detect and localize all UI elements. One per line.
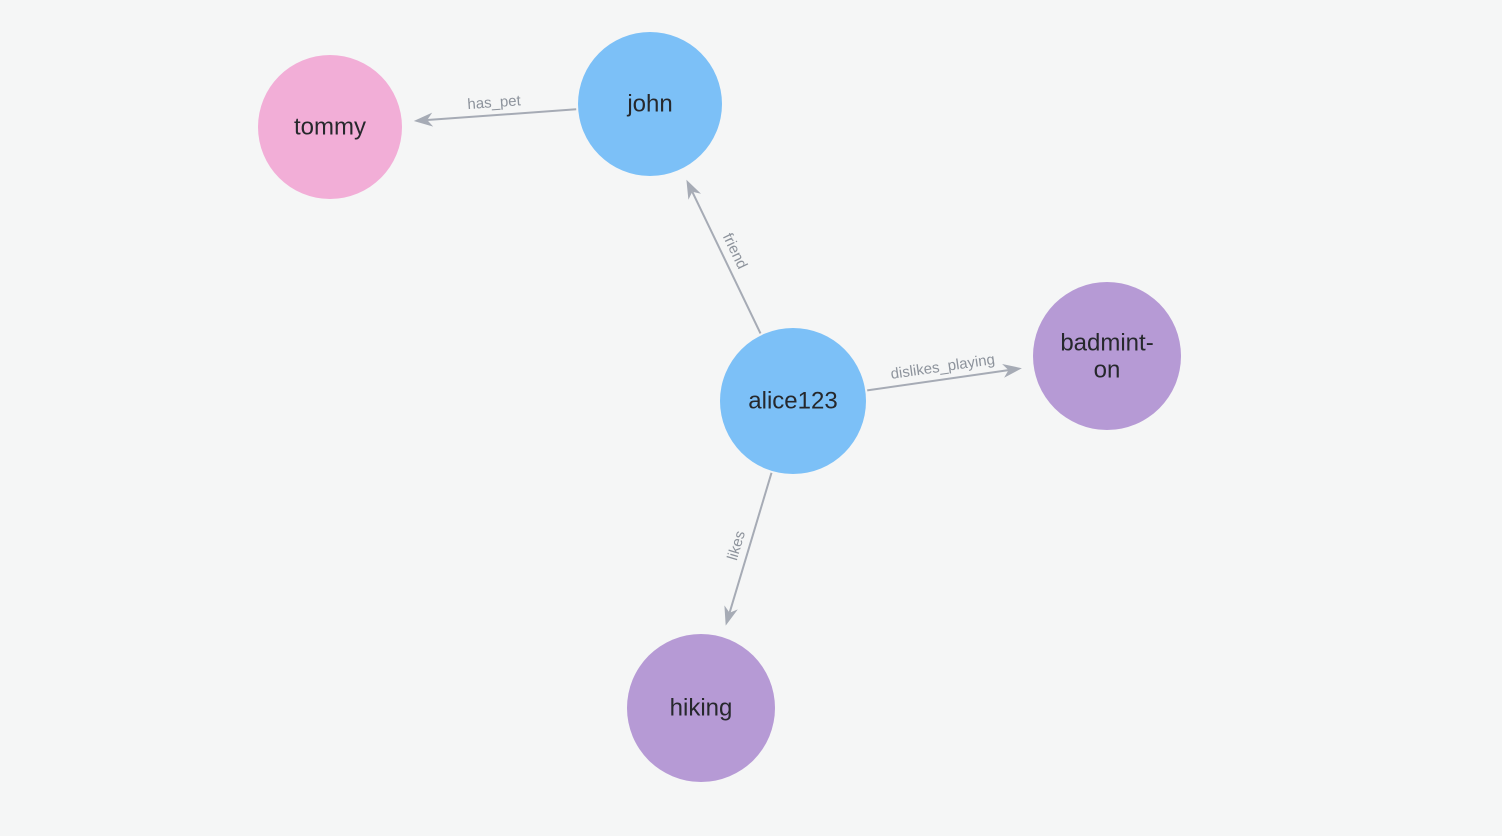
- edge-arrowhead-icon: [724, 605, 738, 626]
- edge-label: dislikes_playing: [890, 351, 996, 383]
- graph-edge-likes[interactable]: likes: [724, 472, 773, 626]
- node-circle[interactable]: [258, 55, 402, 199]
- edge-label: has_pet: [467, 92, 522, 113]
- node-circle[interactable]: [720, 328, 866, 474]
- edge-line: [427, 108, 577, 121]
- graph-node-tommy[interactable]: tommy: [258, 55, 402, 199]
- edge-arrowhead-icon: [686, 179, 701, 200]
- node-circle[interactable]: [578, 32, 722, 176]
- graph-node-alice123[interactable]: alice123: [720, 328, 866, 474]
- edge-line: [728, 472, 773, 613]
- graph-edge-has_pet[interactable]: has_pet: [413, 92, 577, 127]
- graph-node-john[interactable]: john: [578, 32, 722, 176]
- graph-edge-friend[interactable]: friend: [686, 179, 762, 334]
- edge-line: [867, 369, 1009, 392]
- edge-arrowhead-icon: [413, 112, 434, 127]
- node-circle[interactable]: [1033, 282, 1181, 430]
- edge-line: [691, 191, 762, 334]
- edge-arrowhead-icon: [1002, 364, 1022, 378]
- node-circle[interactable]: [627, 634, 775, 782]
- graph-node-badminton[interactable]: badmint-on: [1033, 282, 1181, 430]
- graph-node-hiking[interactable]: hiking: [627, 634, 775, 782]
- graph-edge-dislikes_playing[interactable]: dislikes_playing: [867, 351, 1022, 392]
- edge-label: friend: [719, 231, 751, 272]
